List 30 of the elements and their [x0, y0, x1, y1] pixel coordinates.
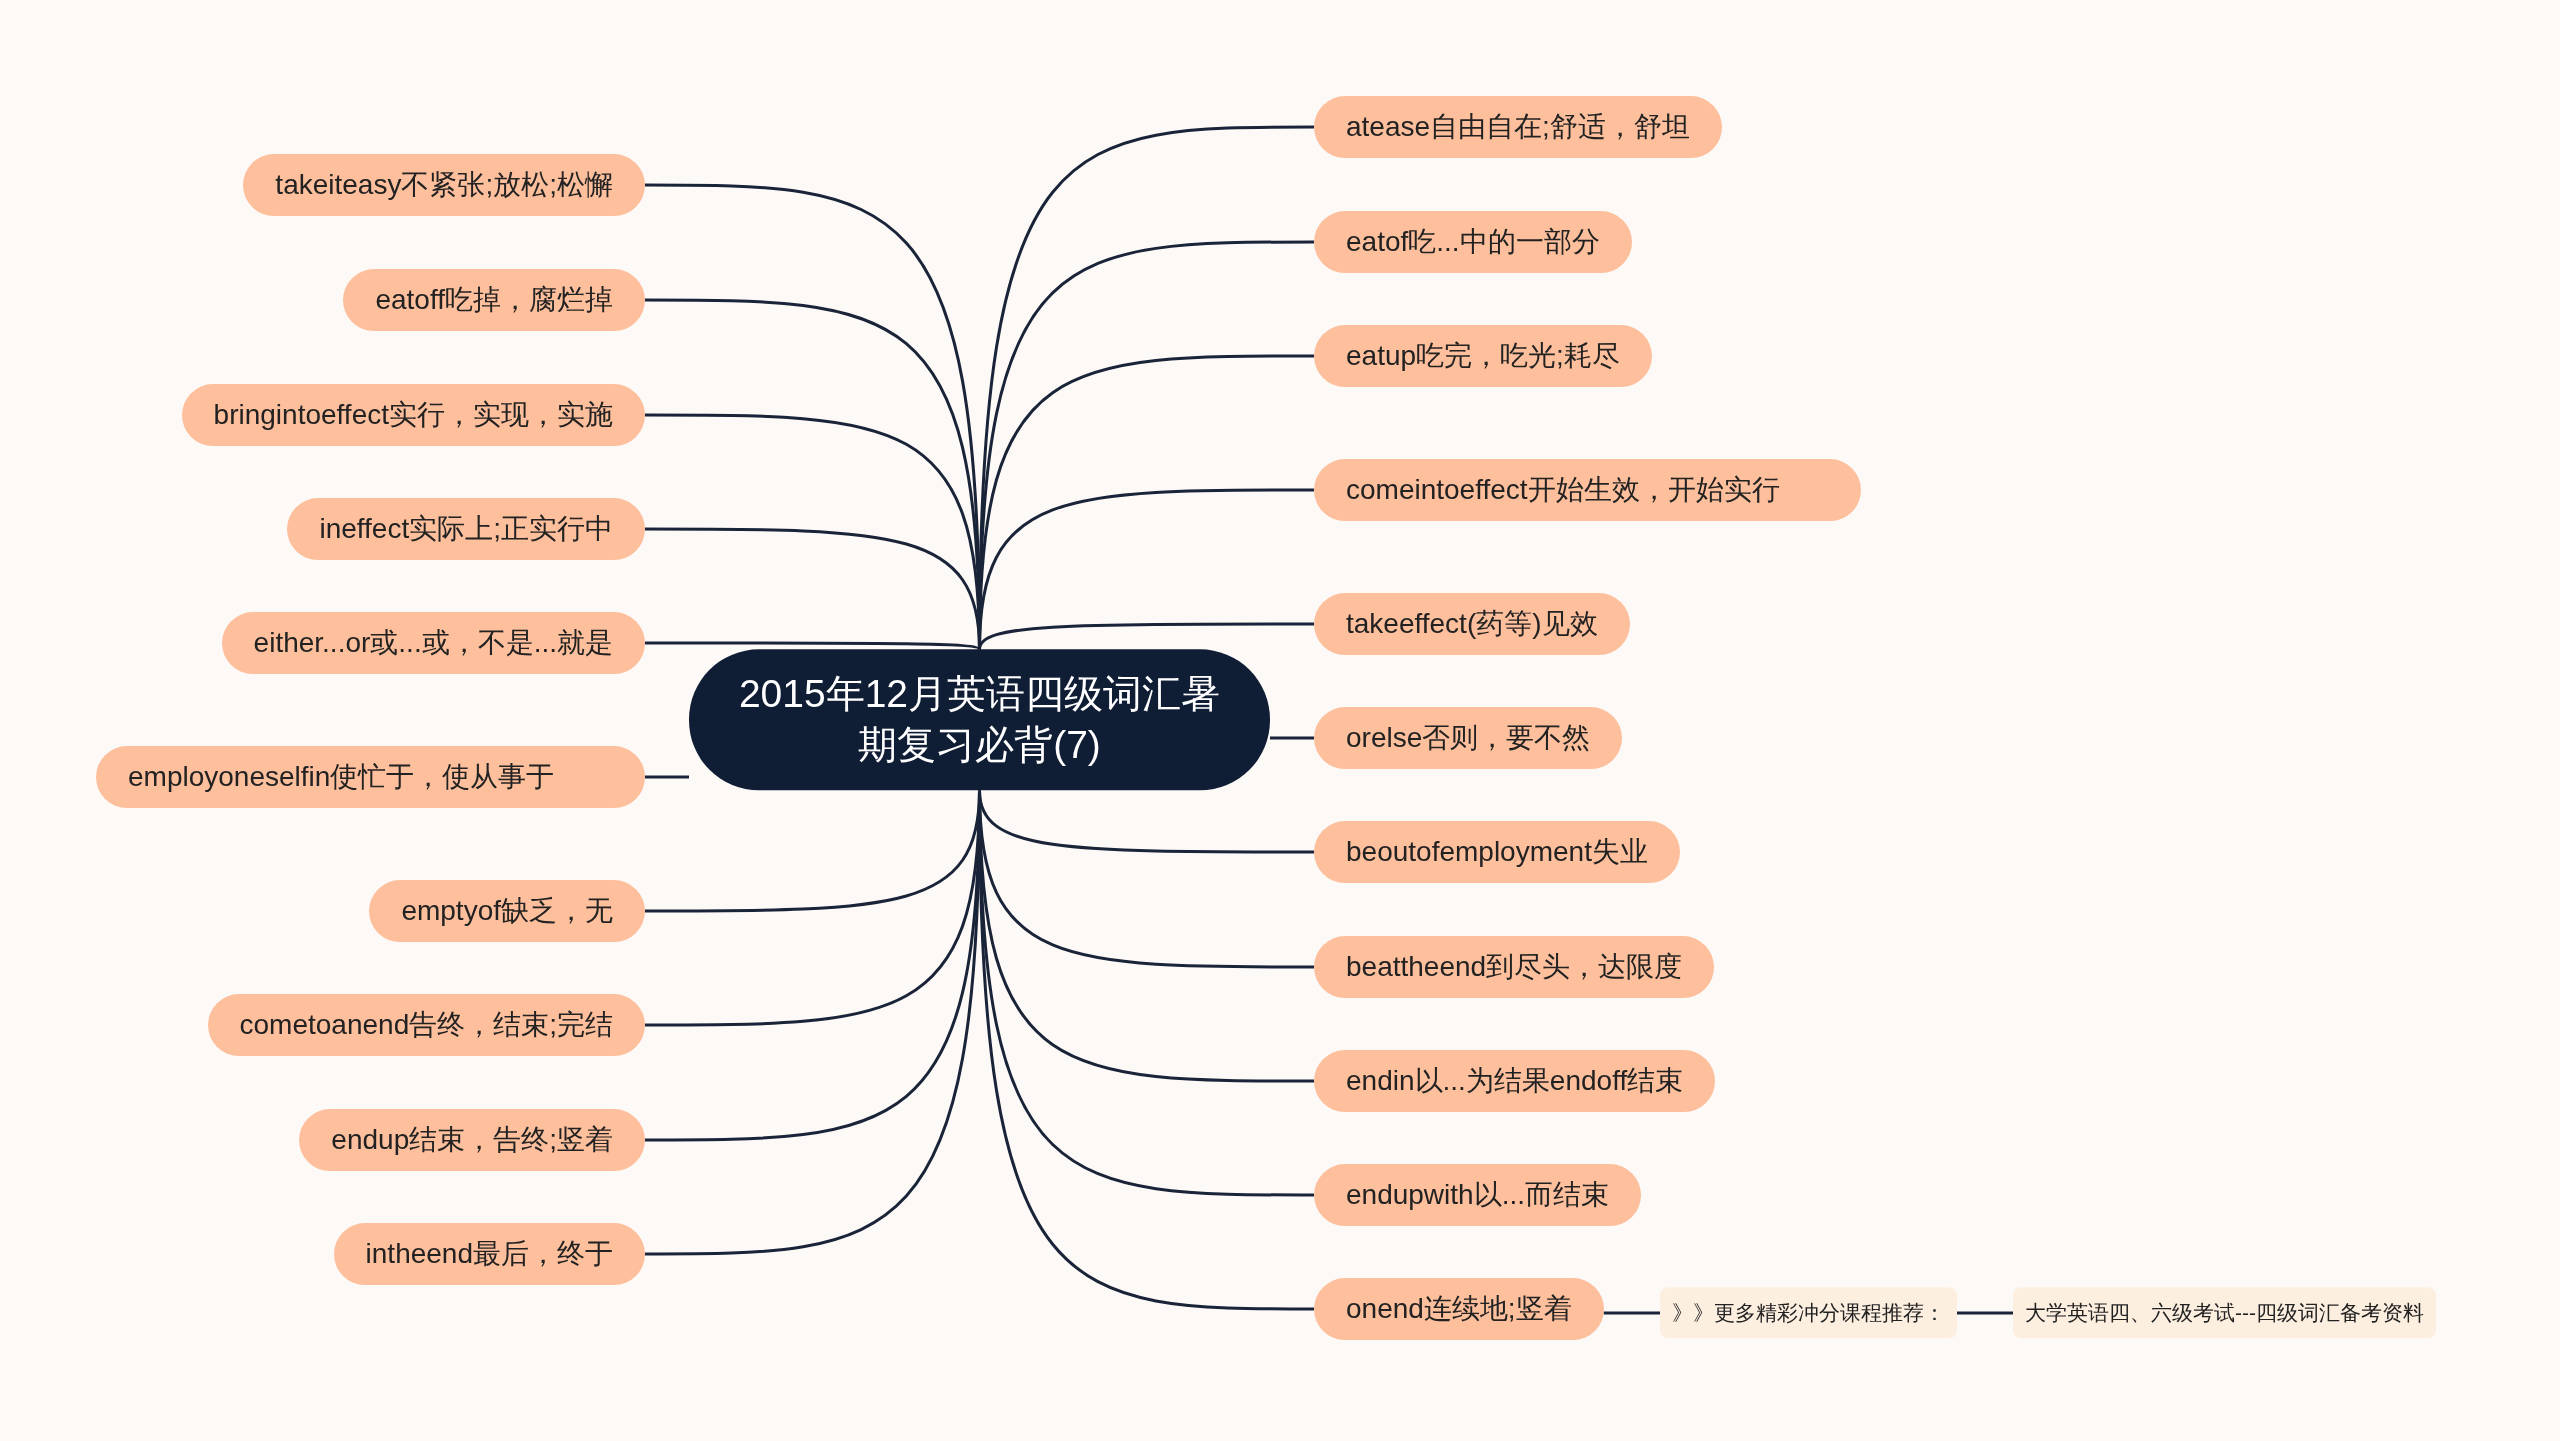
topic-pill: either...or或...或，不是...就是: [221, 612, 645, 674]
topic-pill: takeiteasy不紧张;放松;松懈: [243, 154, 645, 216]
connector-line: [978, 622, 1314, 650]
topic-pill: atease自由自在;舒适，舒坦: [1314, 96, 1722, 158]
topic-pill: endupwith以...而结束: [1314, 1164, 1641, 1226]
topic-pill: beoutofemployment失业: [1314, 821, 1680, 883]
connector-line: [645, 641, 981, 651]
topic-pill: cometoanend告终，结束;完结: [207, 994, 645, 1056]
topic-pill: emptyof缺乏，无: [369, 880, 645, 942]
topic-pill: beattheend到尽头，达限度: [1314, 936, 1715, 998]
connector-line: [1270, 736, 1314, 740]
connector-line: [645, 775, 689, 779]
topic-pill: bringintoeffect实行，实现，实施: [181, 384, 645, 446]
connector-line: [1957, 1311, 2013, 1315]
topic-pill: eatof吃...中的一部分: [1314, 211, 1632, 273]
topic-pill: comeintoeffect开始生效，开始实行: [1314, 459, 1861, 521]
topic-pill: takeeffect(药等)见效: [1314, 593, 1630, 655]
topic-pill: endin以...为结果endoff结束: [1314, 1050, 1716, 1112]
topic-pill: endup结束，告终;竖着: [299, 1109, 645, 1171]
topic-pill: employoneselfin使忙于，使从事于: [96, 746, 645, 808]
central-topic: 2015年12月英语四级词汇暑期复习必背(7): [689, 649, 1270, 791]
connector-line: [1603, 1311, 1660, 1315]
topic-pill: eatup吃完，吃光;耗尽: [1314, 325, 1652, 387]
topic-pill: eatoff吃掉，腐烂掉: [343, 269, 645, 331]
topic-pill: ineffect实际上;正实行中: [287, 498, 645, 560]
note-box: 大学英语四、六级考试---四级词汇备考资料: [2013, 1287, 2436, 1339]
topic-pill: orelse否则，要不然: [1314, 707, 1623, 769]
topic-pill: intheend最后，终于: [333, 1223, 645, 1285]
topic-pill: onend连续地;竖着: [1314, 1278, 1604, 1340]
note-box: 》》更多精彩冲分课程推荐：: [1660, 1287, 1957, 1339]
